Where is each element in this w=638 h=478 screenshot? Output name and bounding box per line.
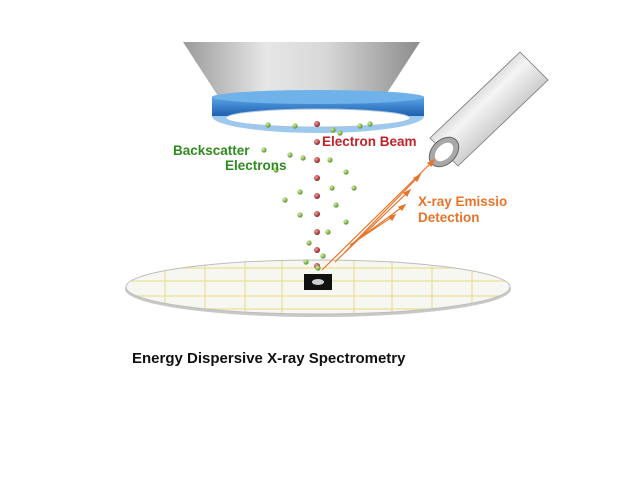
figure-caption: Energy Dispersive X-ray Spectrometry <box>132 350 406 367</box>
edx-diagram: Backscatter Electrons Electron Beam X-ra… <box>125 42 549 317</box>
xray-detector <box>428 51 549 168</box>
backscatter-particles <box>261 121 373 271</box>
xray-emission-arrows <box>321 158 436 271</box>
pole-piece <box>212 90 424 133</box>
backscatter-label-line2: Electrons <box>225 158 287 173</box>
specimen <box>304 274 332 290</box>
electron-beam-label: Electron Beam <box>322 134 417 149</box>
xray-label-line1: X-ray Emissio <box>418 194 507 209</box>
xray-label-line2: Detection <box>418 210 480 225</box>
electron-column <box>183 42 420 96</box>
backscatter-label-line1: Backscatter <box>173 143 250 158</box>
electron-beam-particles <box>314 121 320 269</box>
